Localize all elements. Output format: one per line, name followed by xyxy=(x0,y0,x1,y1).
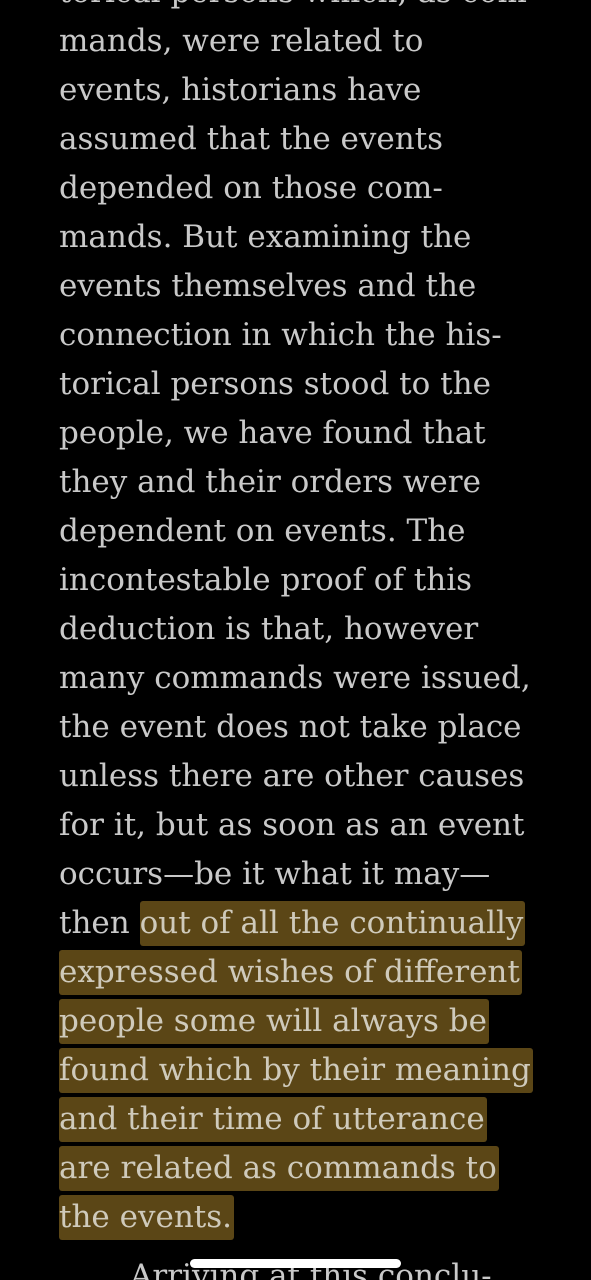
highlighted-line: are related as commands to xyxy=(59,1144,539,1193)
highlighted-text[interactable]: the events. xyxy=(59,1195,235,1240)
text-line: mands, were related to xyxy=(59,23,424,59)
highlighted-text[interactable]: people some will always be xyxy=(59,999,489,1044)
text-line: events themselves and the xyxy=(59,268,477,304)
text-line: connection in which the his- xyxy=(59,317,502,353)
text-line: incontestable proof of this xyxy=(59,562,473,598)
text-line: they and their orders were xyxy=(59,464,481,500)
text-line: many commands were issued, xyxy=(59,660,531,696)
text-line: depended on those com- xyxy=(59,170,443,206)
highlighted-text[interactable]: found which by their meaning xyxy=(59,1048,533,1093)
text-line: assumed that the events xyxy=(59,121,444,157)
highlighted-line: expressed wishes of different xyxy=(59,948,539,997)
text-line: mands. But examining the xyxy=(59,219,472,255)
highlighted-text[interactable]: out of all the continually xyxy=(139,901,526,946)
plain-text: then xyxy=(59,905,140,941)
highlighted-text[interactable]: are related as commands to xyxy=(59,1146,499,1191)
highlighted-text[interactable]: and their time of utterance xyxy=(59,1097,487,1142)
text-line: unless there are other causes xyxy=(59,758,525,794)
highlighted-line: found which by their meaning xyxy=(59,1046,539,1095)
text-line: people, we have found that xyxy=(59,415,486,451)
text-line: deduction is that, however xyxy=(59,611,479,647)
text-line: events, historians have xyxy=(59,72,422,108)
highlighted-line: the events. xyxy=(59,1193,539,1242)
text-line: torical persons stood to the xyxy=(59,366,491,402)
text-line: for it, but as soon as an event xyxy=(59,807,525,843)
text-line: occurs—be it what it may— xyxy=(59,856,491,892)
text-line: torical persons which, as com- xyxy=(59,0,539,17)
home-indicator[interactable] xyxy=(190,1259,401,1268)
text-line: dependent on events. The xyxy=(59,513,466,549)
text-line-partial-highlight: then out of all the continually xyxy=(59,899,539,948)
book-text: torical persons which, as com- mands, we… xyxy=(59,0,539,1242)
highlighted-text[interactable]: expressed wishes of different xyxy=(59,950,522,995)
highlighted-line: and their time of utterance xyxy=(59,1095,539,1144)
text-line: the event does not take place xyxy=(59,709,522,745)
highlighted-line: people some will always be xyxy=(59,997,539,1046)
